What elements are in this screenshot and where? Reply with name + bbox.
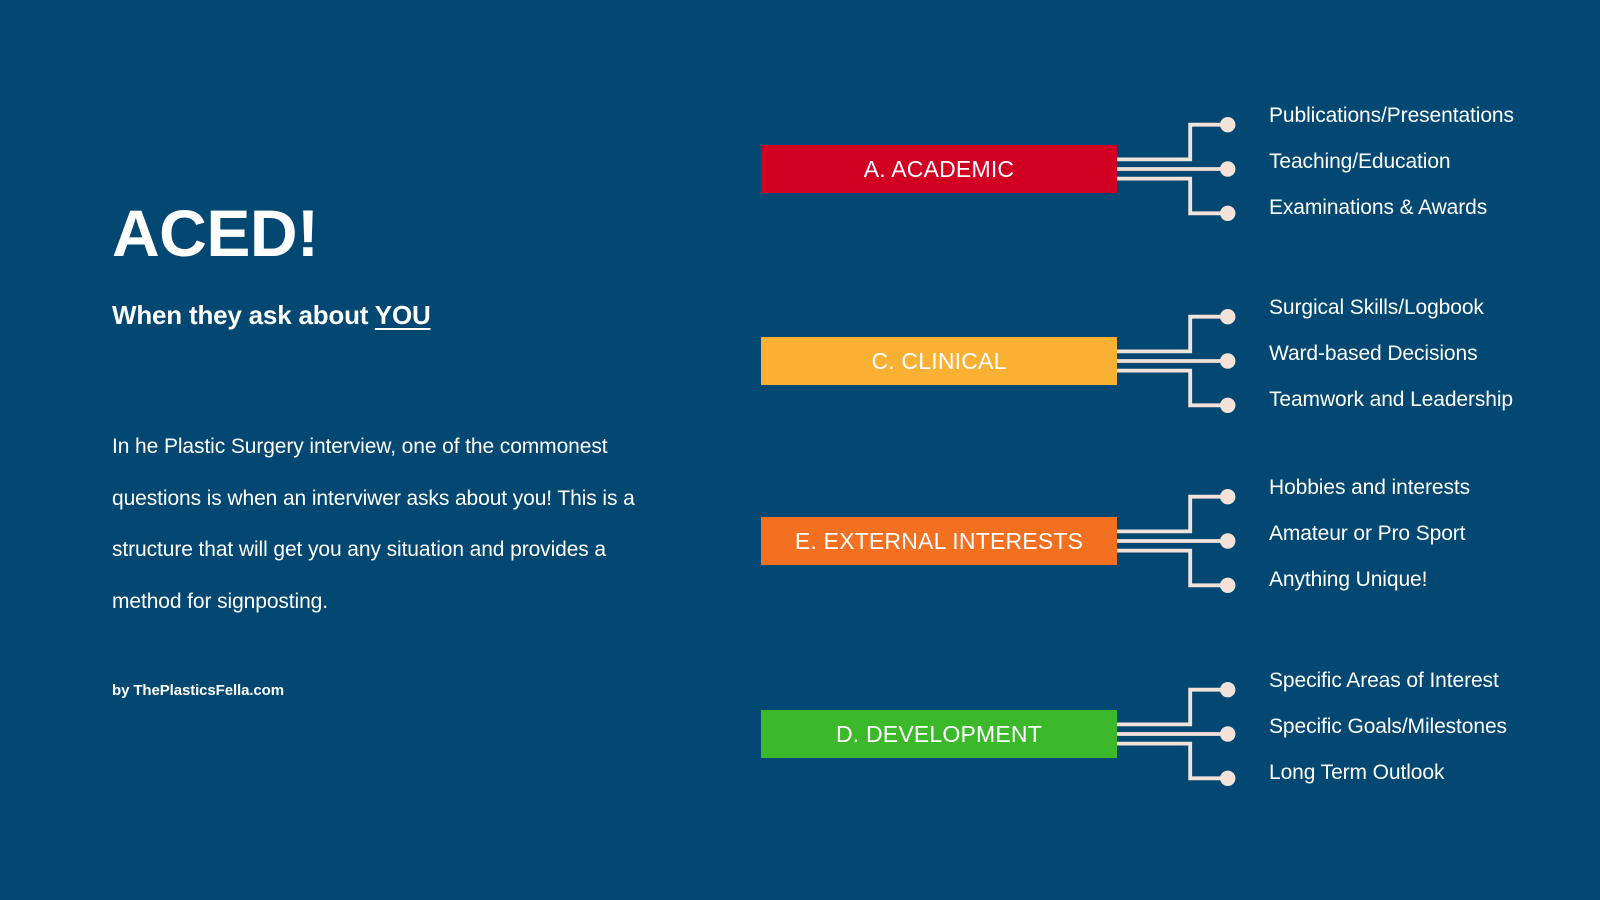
subtitle-emphasis: YOU (374, 300, 431, 330)
branch-label[interactable]: Specific Areas of Interest (1269, 669, 1499, 692)
branch-dot (1220, 726, 1236, 742)
branch-dot (1220, 205, 1236, 221)
branch-label[interactable]: Specific Goals/Milestones (1269, 715, 1507, 738)
branch-dot (1220, 397, 1236, 413)
branch-dot (1220, 161, 1236, 177)
branch-label[interactable]: Hobbies and interests (1269, 476, 1471, 499)
branch-dot (1220, 770, 1236, 786)
branch-label[interactable]: Ward-based Decisions (1269, 342, 1478, 365)
branch-connectors (1117, 682, 1236, 786)
branch-label[interactable]: Publications/Presentations (1269, 104, 1514, 127)
page-subtitle: When they ask about YOU (112, 300, 672, 331)
branch-dot (1220, 682, 1236, 698)
category-group: D. DEVELOPMENT Specific Areas of Interest… (0, 670, 1600, 890)
branch-dot (1220, 533, 1236, 549)
branch-label[interactable]: Teaching/Education (1269, 150, 1451, 173)
branch-label[interactable]: Surgical Skills/Logbook (1269, 296, 1484, 319)
connector-line (1117, 494, 1226, 534)
branch-dot (1220, 117, 1236, 133)
branch-dot (1220, 489, 1236, 505)
category-box[interactable]: C. CLINICAL (761, 337, 1117, 385)
connector-line (1117, 314, 1226, 354)
connector-line (1117, 741, 1226, 781)
connector-line (1117, 368, 1226, 408)
category-box[interactable]: E. EXTERNAL INTERESTS (761, 517, 1117, 565)
connector-line (1117, 548, 1226, 588)
branch-label[interactable]: Long Term Outlook (1269, 761, 1445, 784)
category-label: E. EXTERNAL INTERESTS (794, 527, 1084, 554)
branch-connectors (1117, 117, 1236, 221)
connector-line (1117, 122, 1226, 162)
branch-label[interactable]: Amateur or Pro Sport (1269, 522, 1466, 545)
category-label: C. CLINICAL (871, 347, 1007, 374)
byline-credit: by ThePlasticsFella.com (112, 682, 284, 699)
branch-connectors (1117, 309, 1236, 413)
branch-connectors (1117, 489, 1236, 593)
category-label: D. DEVELOPMENT (835, 720, 1042, 747)
branch-dot (1220, 577, 1236, 593)
category-box[interactable]: A. ACADEMIC (761, 145, 1117, 193)
branch-label[interactable]: Anything Unique! (1269, 568, 1428, 591)
left-text-column: ACED! When they ask about YOU In he Plas… (112, 200, 672, 627)
branch-dot (1220, 353, 1236, 369)
connector-line (1117, 176, 1226, 216)
category-group: E. EXTERNAL INTERESTS Hobbies and interes… (0, 477, 1600, 697)
category-box[interactable]: D. DEVELOPMENT (761, 710, 1117, 758)
connector-line (1117, 687, 1226, 727)
category-label: A. ACADEMIC (863, 155, 1015, 182)
page-title: ACED! (112, 196, 319, 270)
branch-dot (1220, 309, 1236, 325)
branch-label[interactable]: Teamwork and Leadership (1269, 388, 1514, 411)
subtitle-prefix: When they ask about (112, 300, 375, 330)
body-paragraph: In he Plastic Surgery interview, one of … (112, 435, 635, 613)
branch-label[interactable]: Examinations & Awards (1269, 196, 1488, 219)
